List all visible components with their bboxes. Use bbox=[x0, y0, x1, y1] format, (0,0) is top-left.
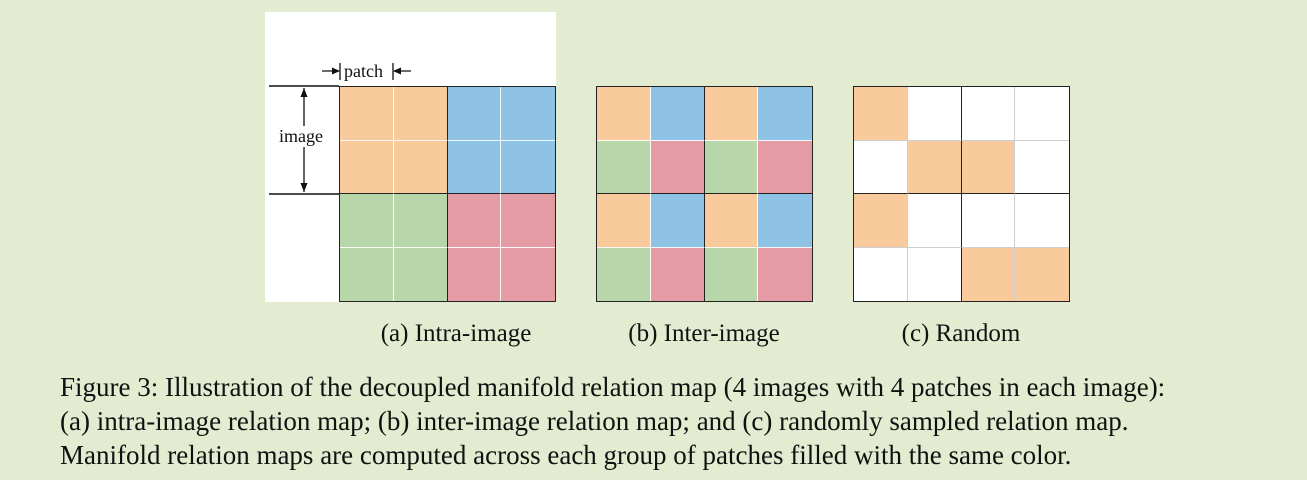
relation-cell-intra-r2-c1 bbox=[340, 140, 394, 194]
relation-cell-inter-r3-c2 bbox=[650, 194, 705, 248]
relation-cell-random-r3-c3 bbox=[961, 194, 1016, 248]
relation-cell-inter-r1-c3 bbox=[704, 87, 759, 141]
relation-cell-inter-r3-c4 bbox=[758, 194, 812, 248]
patch-arrow-right-head bbox=[393, 67, 401, 75]
caption-line-3: Manifold relation maps are computed acro… bbox=[60, 440, 1072, 470]
relation-cell-random-r2-c2 bbox=[907, 140, 962, 194]
relation-cell-random-r1-c2 bbox=[907, 87, 962, 141]
relation-cell-inter-r2-c3 bbox=[704, 140, 759, 194]
image-arrow-up bbox=[300, 88, 308, 97]
relation-cell-inter-r1-c1 bbox=[597, 87, 651, 141]
subcaption-c: (c) Random bbox=[901, 320, 1021, 347]
relation-cell-intra-r4-c2 bbox=[393, 247, 448, 301]
relation-cell-intra-r1-c4 bbox=[501, 87, 555, 141]
relation-cell-random-r3-c2 bbox=[907, 194, 962, 248]
relation-cell-random-r4-c2 bbox=[907, 247, 962, 301]
relation-cell-intra-r4-c4 bbox=[501, 247, 555, 301]
intra-image-relation-grid bbox=[339, 86, 556, 302]
random-relation-grid bbox=[853, 86, 1070, 302]
relation-cell-intra-r2-c4 bbox=[501, 140, 555, 194]
relation-cell-inter-r3-c3 bbox=[704, 194, 759, 248]
relation-cell-random-r4-c1 bbox=[854, 247, 908, 301]
relation-cell-intra-r3-c4 bbox=[501, 194, 555, 248]
image-label: image bbox=[278, 126, 324, 147]
figure-caption: Figure 3: Illustration of the decoupled … bbox=[60, 370, 1290, 472]
relation-cell-inter-r2-c2 bbox=[650, 140, 705, 194]
relation-cell-random-r2-c3 bbox=[961, 140, 1016, 194]
relation-cell-intra-r4-c3 bbox=[447, 247, 502, 301]
relation-cell-intra-r3-c1 bbox=[340, 194, 394, 248]
relation-cell-random-r2-c1 bbox=[854, 140, 908, 194]
relation-cell-inter-r1-c2 bbox=[650, 87, 705, 141]
relation-cell-intra-r2-c2 bbox=[393, 140, 448, 194]
patch-label: patch bbox=[344, 61, 383, 81]
patch-arrow-left-head bbox=[332, 67, 340, 75]
caption-line-1: Figure 3: Illustration of the decoupled … bbox=[60, 372, 1166, 402]
relation-cell-random-r1-c1 bbox=[854, 87, 908, 141]
caption-line-2: (a) intra-image relation map; (b) inter-… bbox=[60, 406, 1129, 436]
relation-cell-intra-r3-c3 bbox=[447, 194, 502, 248]
subcaption-b: (b) Inter-image bbox=[628, 320, 780, 347]
image-arrow-down bbox=[300, 183, 308, 192]
relation-cell-inter-r4-c3 bbox=[704, 247, 759, 301]
subcaption-a: (a) Intra-image bbox=[380, 320, 532, 347]
relation-cell-inter-r4-c4 bbox=[758, 247, 812, 301]
relation-cell-inter-r2-c4 bbox=[758, 140, 812, 194]
relation-cell-random-r3-c4 bbox=[1015, 194, 1069, 248]
relation-cell-random-r4-c3 bbox=[961, 247, 1016, 301]
relation-cell-intra-r1-c2 bbox=[393, 87, 448, 141]
relation-cell-intra-r4-c1 bbox=[340, 247, 394, 301]
relation-cell-inter-r4-c1 bbox=[597, 247, 651, 301]
relation-cell-inter-r2-c1 bbox=[597, 140, 651, 194]
inter-image-relation-grid bbox=[596, 86, 813, 302]
relation-cell-intra-r1-c3 bbox=[447, 87, 502, 141]
relation-cell-inter-r3-c1 bbox=[597, 194, 651, 248]
relation-cell-intra-r3-c2 bbox=[393, 194, 448, 248]
relation-cell-intra-r2-c3 bbox=[447, 140, 502, 194]
relation-cell-inter-r1-c4 bbox=[758, 87, 812, 141]
relation-cell-inter-r4-c2 bbox=[650, 247, 705, 301]
relation-cell-intra-r1-c1 bbox=[340, 87, 394, 141]
relation-cell-random-r1-c4 bbox=[1015, 87, 1069, 141]
relation-cell-random-r2-c4 bbox=[1015, 140, 1069, 194]
relation-cell-random-r3-c1 bbox=[854, 194, 908, 248]
relation-cell-random-r4-c4 bbox=[1015, 247, 1069, 301]
relation-cell-random-r1-c3 bbox=[961, 87, 1016, 141]
